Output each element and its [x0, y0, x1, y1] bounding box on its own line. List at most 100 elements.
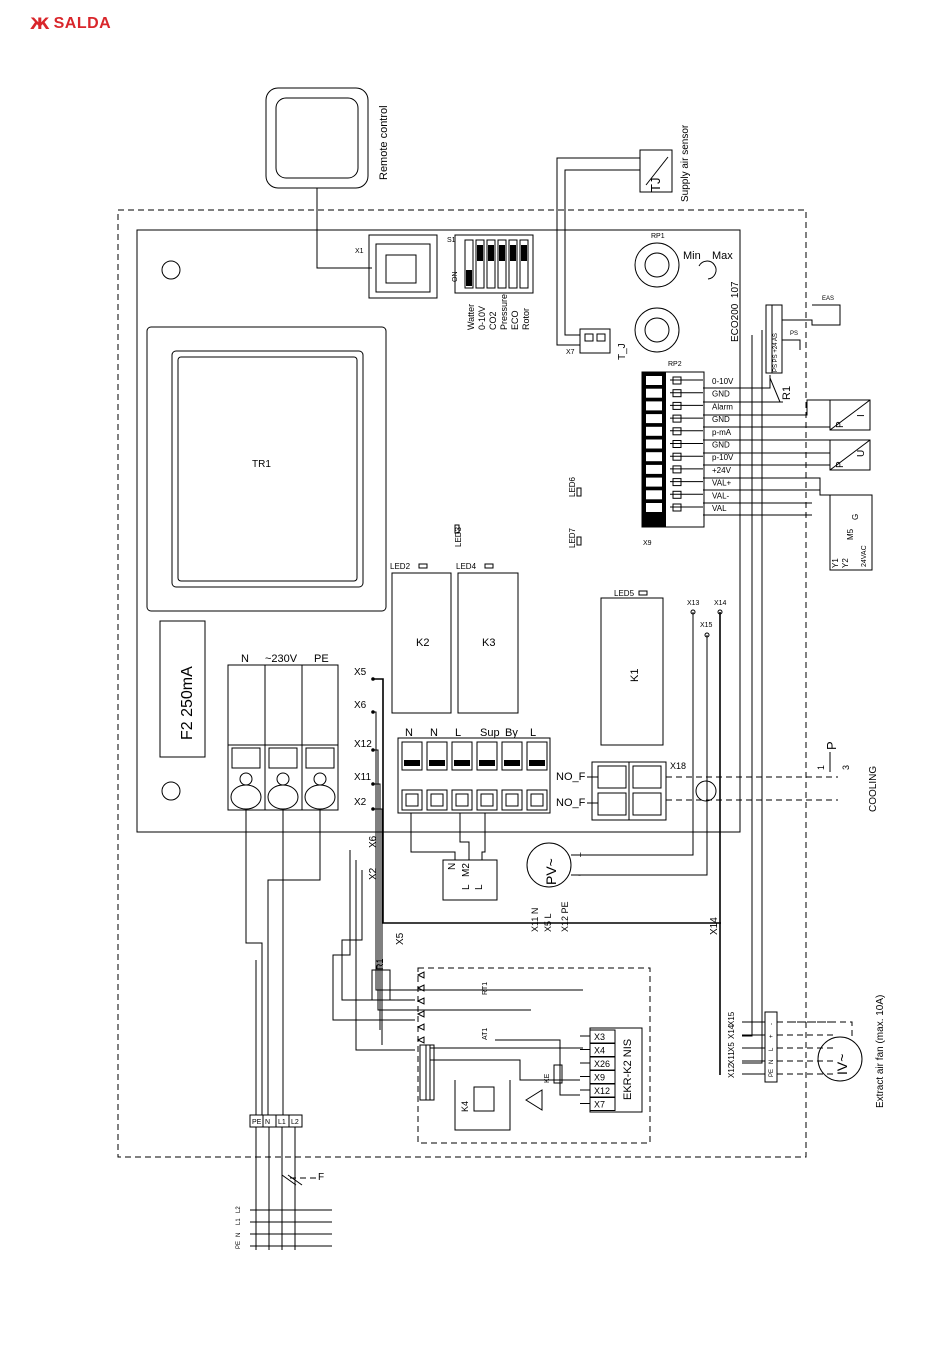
x12-label: X12: [354, 739, 372, 750]
ekr-terminal-5: X12: [594, 1086, 610, 1096]
x7-label: X7: [566, 349, 575, 356]
relay-terminal-label-6: L: [530, 727, 536, 739]
x9-pin-8: [646, 464, 662, 474]
led6-label: LED6: [568, 476, 577, 497]
cooling-symbol: 1 3 P: [816, 741, 851, 772]
led3-label: LED3: [454, 526, 463, 547]
x9-pin-9: [646, 477, 662, 487]
x9-terminal-label-6: GND: [712, 441, 730, 450]
on-label: ON: [452, 272, 459, 283]
svg-text:X11 N: X11 N: [530, 908, 540, 932]
eas-label: EAS: [822, 296, 834, 302]
relay-terminal-label-1: N: [405, 727, 413, 739]
mains-terminal-3: L1: [278, 1119, 286, 1126]
fan-terminal-3: X5: [727, 1042, 736, 1052]
relay-k1: [600, 597, 664, 746]
mounting-hole-top: [161, 260, 181, 280]
dip-switch-group: ON: [452, 239, 529, 289]
ekr-terminal-2: X4: [594, 1046, 605, 1056]
mains-terminal-1: PE: [252, 1119, 262, 1126]
x18-label: X18: [670, 761, 686, 771]
fan-pin-1: -: [769, 1023, 775, 1025]
tj-label: TJ: [648, 178, 663, 192]
m5-pin-3: G: [851, 514, 860, 520]
svg-text:3: 3: [841, 765, 851, 770]
control-board: [136, 229, 741, 833]
fan-pin-2: +: [769, 1034, 775, 1038]
r1-label: R1: [375, 958, 385, 970]
max-label: Max: [712, 250, 733, 262]
fan-terminal-4: X11: [727, 1051, 736, 1065]
pressure-sensor-1: [829, 399, 871, 431]
x9-pin-1: [646, 376, 662, 385]
mounting-hole-bottom: [161, 781, 181, 801]
mains-terminal-4: L2: [291, 1119, 299, 1126]
ke-element: [553, 1064, 563, 1084]
pressure-sensor-2: [829, 439, 871, 471]
x9-terminal-label-1: 0-10V: [712, 377, 734, 386]
fan-terminal-1: X15: [727, 1011, 736, 1026]
salda-logo: Ж SALDA: [30, 14, 111, 33]
x9-terminal-label-10: VAL-: [712, 491, 730, 500]
x9-pin-5: [646, 426, 662, 436]
mains-n-label: N: [241, 653, 249, 665]
dip-label-3: CO2: [488, 311, 498, 330]
svg-text:P: P: [835, 421, 846, 428]
x9-terminal-label-4: GND: [712, 415, 730, 424]
relay-terminal-label-5: By: [505, 727, 518, 739]
transformer-tr1: [171, 350, 364, 588]
fan-pin-5: PE: [769, 1069, 775, 1077]
m5-pin-1: Y1: [831, 558, 840, 568]
mains-terminal-block: [227, 664, 339, 811]
fan-pin-4: N: [769, 1060, 775, 1064]
relay-k2: [391, 572, 452, 714]
k1-label: K1: [629, 669, 641, 682]
salda-logo-mark: Ж: [30, 14, 50, 33]
mains-bus-label-1: L2: [236, 1206, 242, 1213]
svg-text:P: P: [835, 461, 846, 468]
svg-text:X6: X6: [368, 835, 379, 848]
dip-label-5: ECO: [510, 310, 520, 330]
relay-terminal-label-3: L: [455, 727, 461, 739]
rt1-label: RT1: [482, 982, 489, 995]
svg-text:L: L: [474, 884, 485, 890]
supply-air-sensor: [639, 149, 673, 193]
supply-air-sensor-label: Supply air sensor: [680, 124, 691, 202]
k2-label: K2: [416, 637, 429, 649]
fan-terminal-5: X12: [727, 1063, 736, 1078]
dip-switch-6: [519, 239, 529, 289]
dip-label-2: 0-10V: [477, 306, 487, 330]
dip-switch-1: [464, 239, 474, 289]
at1-label: AT1: [482, 1028, 489, 1040]
x9-pin-7: [646, 452, 662, 462]
iv-label: IV~: [834, 1054, 850, 1075]
ekr-k2-heater-module: [417, 967, 651, 1144]
x9-pin-3: [646, 401, 662, 411]
r1-resistor: [371, 969, 391, 1001]
damper-actuator-m5: [829, 494, 873, 571]
tr1-label: TR1: [252, 459, 271, 470]
pv-label: PV~: [543, 858, 559, 885]
x9-terminal-label-7: p-10V: [712, 453, 734, 462]
r1-ext-label: R1: [781, 386, 793, 400]
x9-terminal-label-2: GND: [712, 390, 730, 399]
transformer-outer: [146, 326, 387, 612]
x9-pin-11: [646, 503, 662, 512]
dip-switch-s1: [454, 234, 534, 294]
board-id-label: ECO200_107: [730, 281, 741, 342]
dip-label-6: Rotor: [521, 308, 531, 330]
mains-bus-label-3: N: [236, 1233, 242, 1237]
x9-pin-2: [646, 388, 662, 398]
m5-volt-label: 24VAC: [861, 545, 868, 567]
ekr-terminal-3: X26: [594, 1059, 610, 1069]
rp2-label: RP2: [668, 361, 682, 368]
x9-pin-4: [646, 414, 662, 424]
svg-text:X14: X14: [709, 917, 720, 935]
fuse-label: F2 250mA: [179, 666, 196, 740]
dip-switch-5: [508, 239, 518, 289]
dip-switch-3: [486, 239, 496, 289]
